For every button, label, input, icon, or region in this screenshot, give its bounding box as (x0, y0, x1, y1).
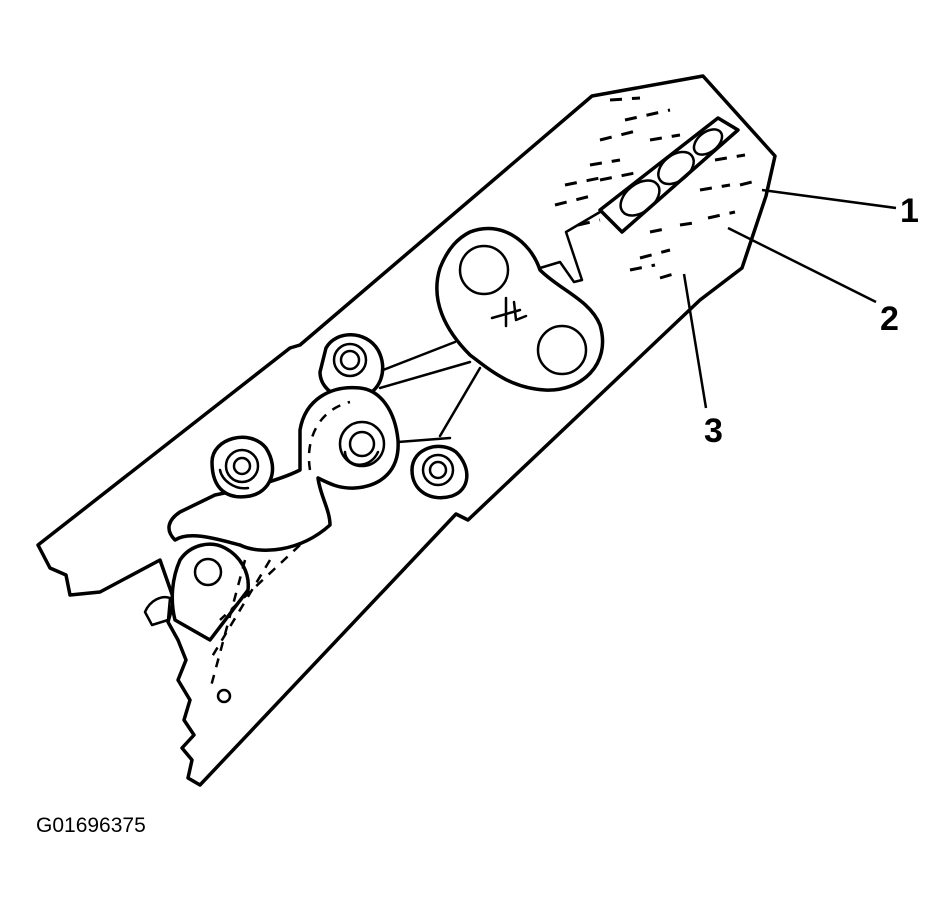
leader-line-3 (682, 273, 708, 409)
connecting-link (376, 340, 482, 444)
right-pivot-bolt (410, 444, 469, 500)
callout-3: 3 (704, 412, 723, 450)
left-pivot-bolt (210, 435, 275, 499)
callout-2: 2 (880, 300, 899, 338)
gear-sector (167, 385, 400, 552)
link-plate (435, 226, 605, 392)
callout-1: 1 (900, 192, 919, 230)
leader-line-2 (727, 226, 877, 304)
figure-id: G01696375 (36, 814, 146, 837)
lower-lever (143, 542, 301, 704)
leader-line-1 (761, 188, 897, 210)
upper-pivot-bolt (318, 333, 385, 401)
slot-window (598, 116, 740, 234)
